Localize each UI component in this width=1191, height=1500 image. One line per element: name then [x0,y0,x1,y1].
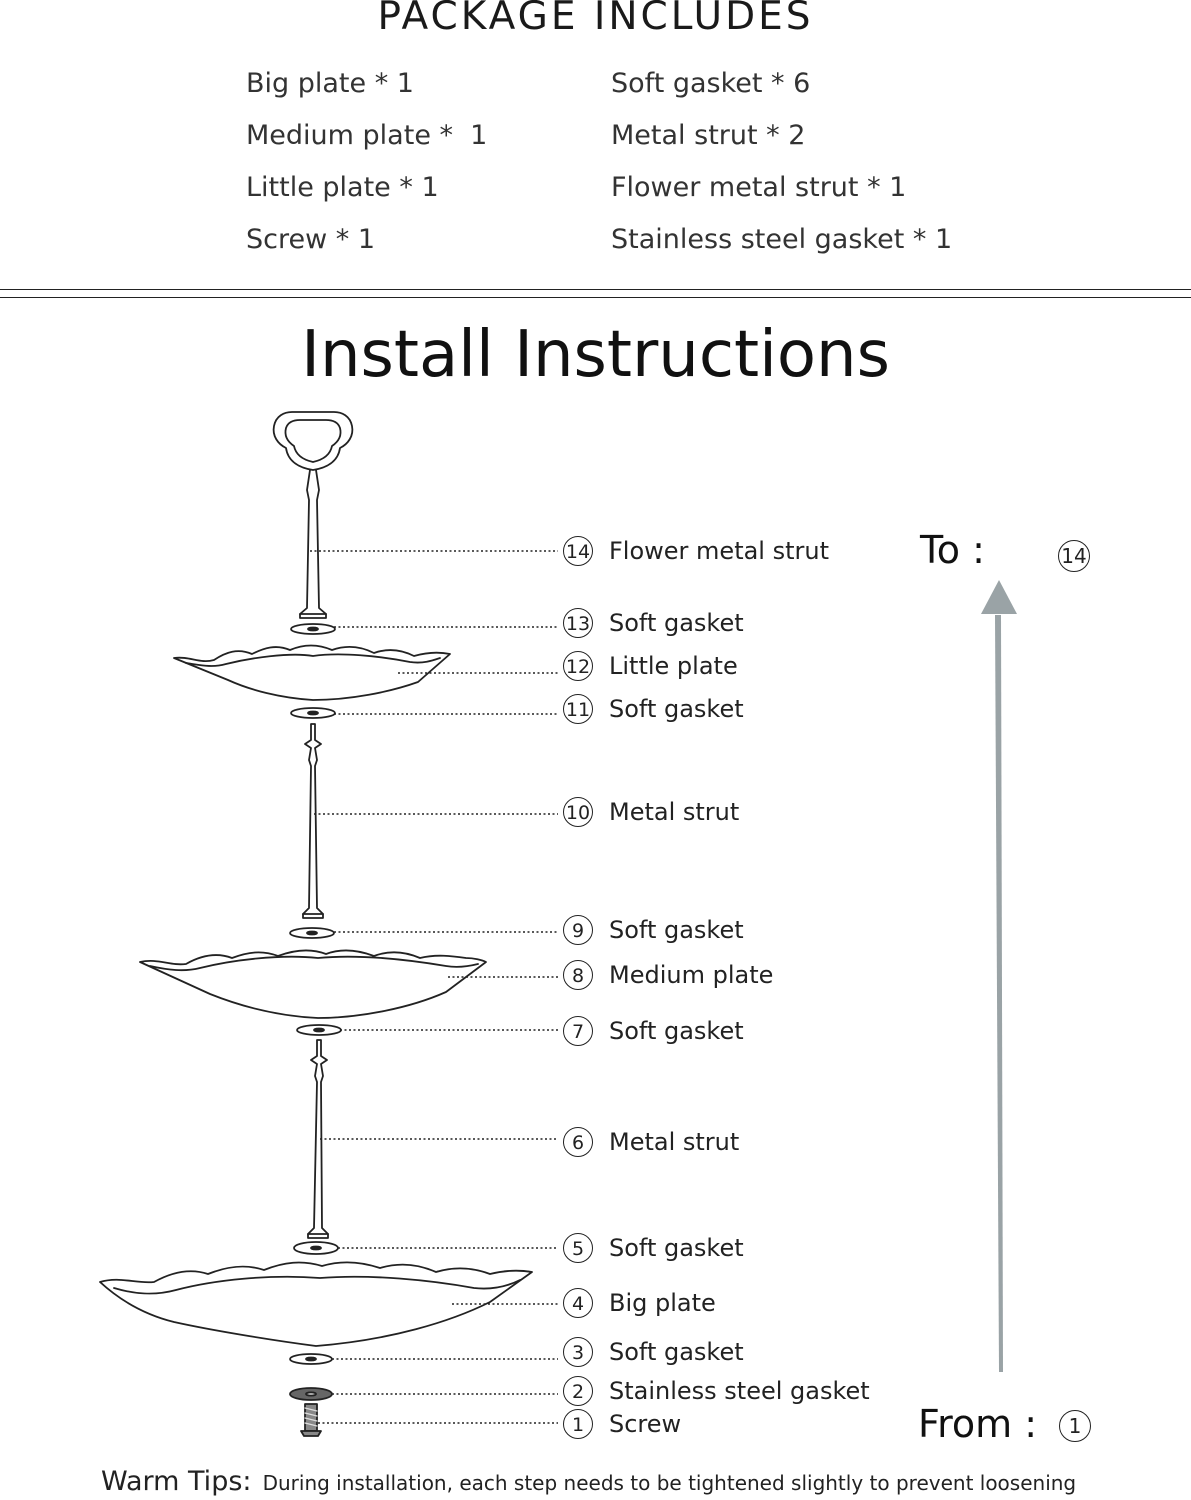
step-label: Soft gasket [609,609,744,637]
screw-drawing [300,1403,322,1437]
warm-tips-label: Warm Tips: [101,1466,252,1497]
step-number: 6 [563,1127,593,1157]
step-number: 9 [563,915,593,945]
step-10: 10 Metal strut [563,797,739,827]
step-number: 1 [563,1409,593,1439]
step-5: 5 Soft gasket [563,1233,744,1263]
soft-gasket-drawing [289,927,335,939]
step-label: Soft gasket [609,916,744,944]
step-13: 13 Soft gasket [563,608,744,638]
step-14: 14 Flower metal strut [563,536,829,566]
step-3: 3 Soft gasket [563,1337,744,1367]
step-9: 9 Soft gasket [563,915,744,945]
step-4: 4 Big plate [563,1288,716,1318]
step-label: Metal strut [609,798,740,826]
step-label: Little plate [609,652,738,680]
package-item: Little plate * 1 [246,172,439,203]
step-label: Metal strut [609,1128,740,1156]
step-number: 14 [563,536,593,566]
from-step-number: 1 [1059,1410,1091,1442]
step-11: 11 Soft gasket [563,694,744,724]
leader-lines [310,550,558,1424]
step-label: Soft gasket [609,695,744,723]
metal-strut-drawing [302,723,324,919]
metal-strut-drawing [307,1039,329,1239]
package-item: Soft gasket * 6 [611,68,811,99]
step-1: 1 Screw [563,1409,681,1439]
package-item: Metal strut * 2 [611,120,806,151]
step-2: 2 Stainless steel gasket [563,1376,870,1406]
step-number: 7 [563,1016,593,1046]
step-label: Soft gasket [609,1338,744,1366]
package-item: Stainless steel gasket * 1 [611,224,953,255]
direction-arrow [981,580,1017,1372]
soft-gasket-drawing [290,707,336,719]
big-plate-drawing [99,1261,533,1347]
package-item: Medium plate * 1 [246,120,488,151]
from-label: From : [918,1402,1038,1446]
divider-line [0,289,1191,290]
flower-metal-strut-drawing [272,411,354,619]
step-number: 5 [563,1233,593,1263]
step-label: Soft gasket [609,1234,744,1262]
step-number: 3 [563,1337,593,1367]
step-number: 10 [563,797,593,827]
step-label: Soft gasket [609,1017,744,1045]
warm-tips-text: During installation, each step needs to … [262,1471,1077,1495]
package-item: Big plate * 1 [246,68,414,99]
step-8: 8 Medium plate [563,960,773,990]
step-label: Flower metal strut [609,537,830,565]
step-6: 6 Metal strut [563,1127,739,1157]
step-number: 12 [563,651,593,681]
warm-tips: Warm Tips: During installation, each ste… [101,1466,1076,1497]
medium-plate-drawing [139,949,487,1019]
step-7: 7 Soft gasket [563,1016,744,1046]
step-label: Stainless steel gasket [609,1377,870,1405]
soft-gasket-drawing [290,623,336,635]
to-step-number: 14 [1058,540,1090,572]
divider-line [0,297,1191,298]
step-number: 2 [563,1376,593,1406]
step-number: 8 [563,960,593,990]
step-label: Medium plate [609,961,774,989]
to-label: To : [920,528,985,572]
step-12: 12 Little plate [563,651,738,681]
package-item: Flower metal strut * 1 [611,172,907,203]
step-number: 11 [563,694,593,724]
step-number: 13 [563,608,593,638]
step-label: Big plate [609,1289,716,1317]
little-plate-drawing [173,644,451,701]
package-item: Screw * 1 [246,224,376,255]
step-label: Screw [609,1410,682,1438]
step-number: 4 [563,1288,593,1318]
package-title: PACKAGE INCLUDES [377,0,814,39]
install-title: Install Instructions [301,318,890,392]
